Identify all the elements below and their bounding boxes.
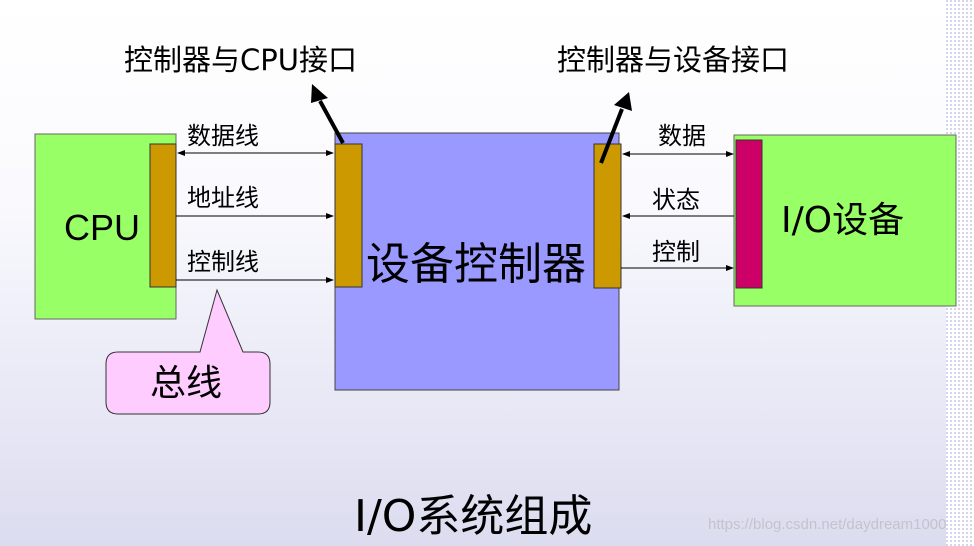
- cpu-label: CPU: [64, 207, 141, 248]
- bus-callout-bubble: [105, 288, 271, 415]
- cpu-port: [149, 143, 177, 288]
- watermark: https://blog.csdn.net/daydream1000: [708, 516, 947, 533]
- slide-title: I/O系统组成: [354, 491, 593, 542]
- device-port: [735, 139, 763, 289]
- device-box: [733, 134, 957, 307]
- controller-cpu-port: [334, 143, 363, 288]
- controller-label: 设备控制器: [366, 239, 586, 290]
- cpu-interface-header: 控制器与CPU接口: [124, 43, 357, 77]
- device-status-label: 状态: [652, 186, 700, 214]
- device-label: I/O设备: [781, 200, 905, 241]
- cpu-interface-pointer-arrow: [311, 84, 345, 144]
- bus-callout-label: 总线: [150, 363, 223, 404]
- controller-box: [334, 132, 620, 391]
- device-interface-pointer-arrow: [599, 92, 632, 164]
- data-bus-label: 数据线: [187, 122, 259, 150]
- device-interface-header: 控制器与设备接口: [557, 43, 790, 77]
- device-control-label: 控制: [652, 238, 700, 266]
- address-bus-label: 地址线: [187, 184, 259, 212]
- device-data-label: 数据: [658, 122, 706, 150]
- control-bus-label: 控制线: [187, 248, 259, 276]
- controller-device-port: [593, 143, 622, 289]
